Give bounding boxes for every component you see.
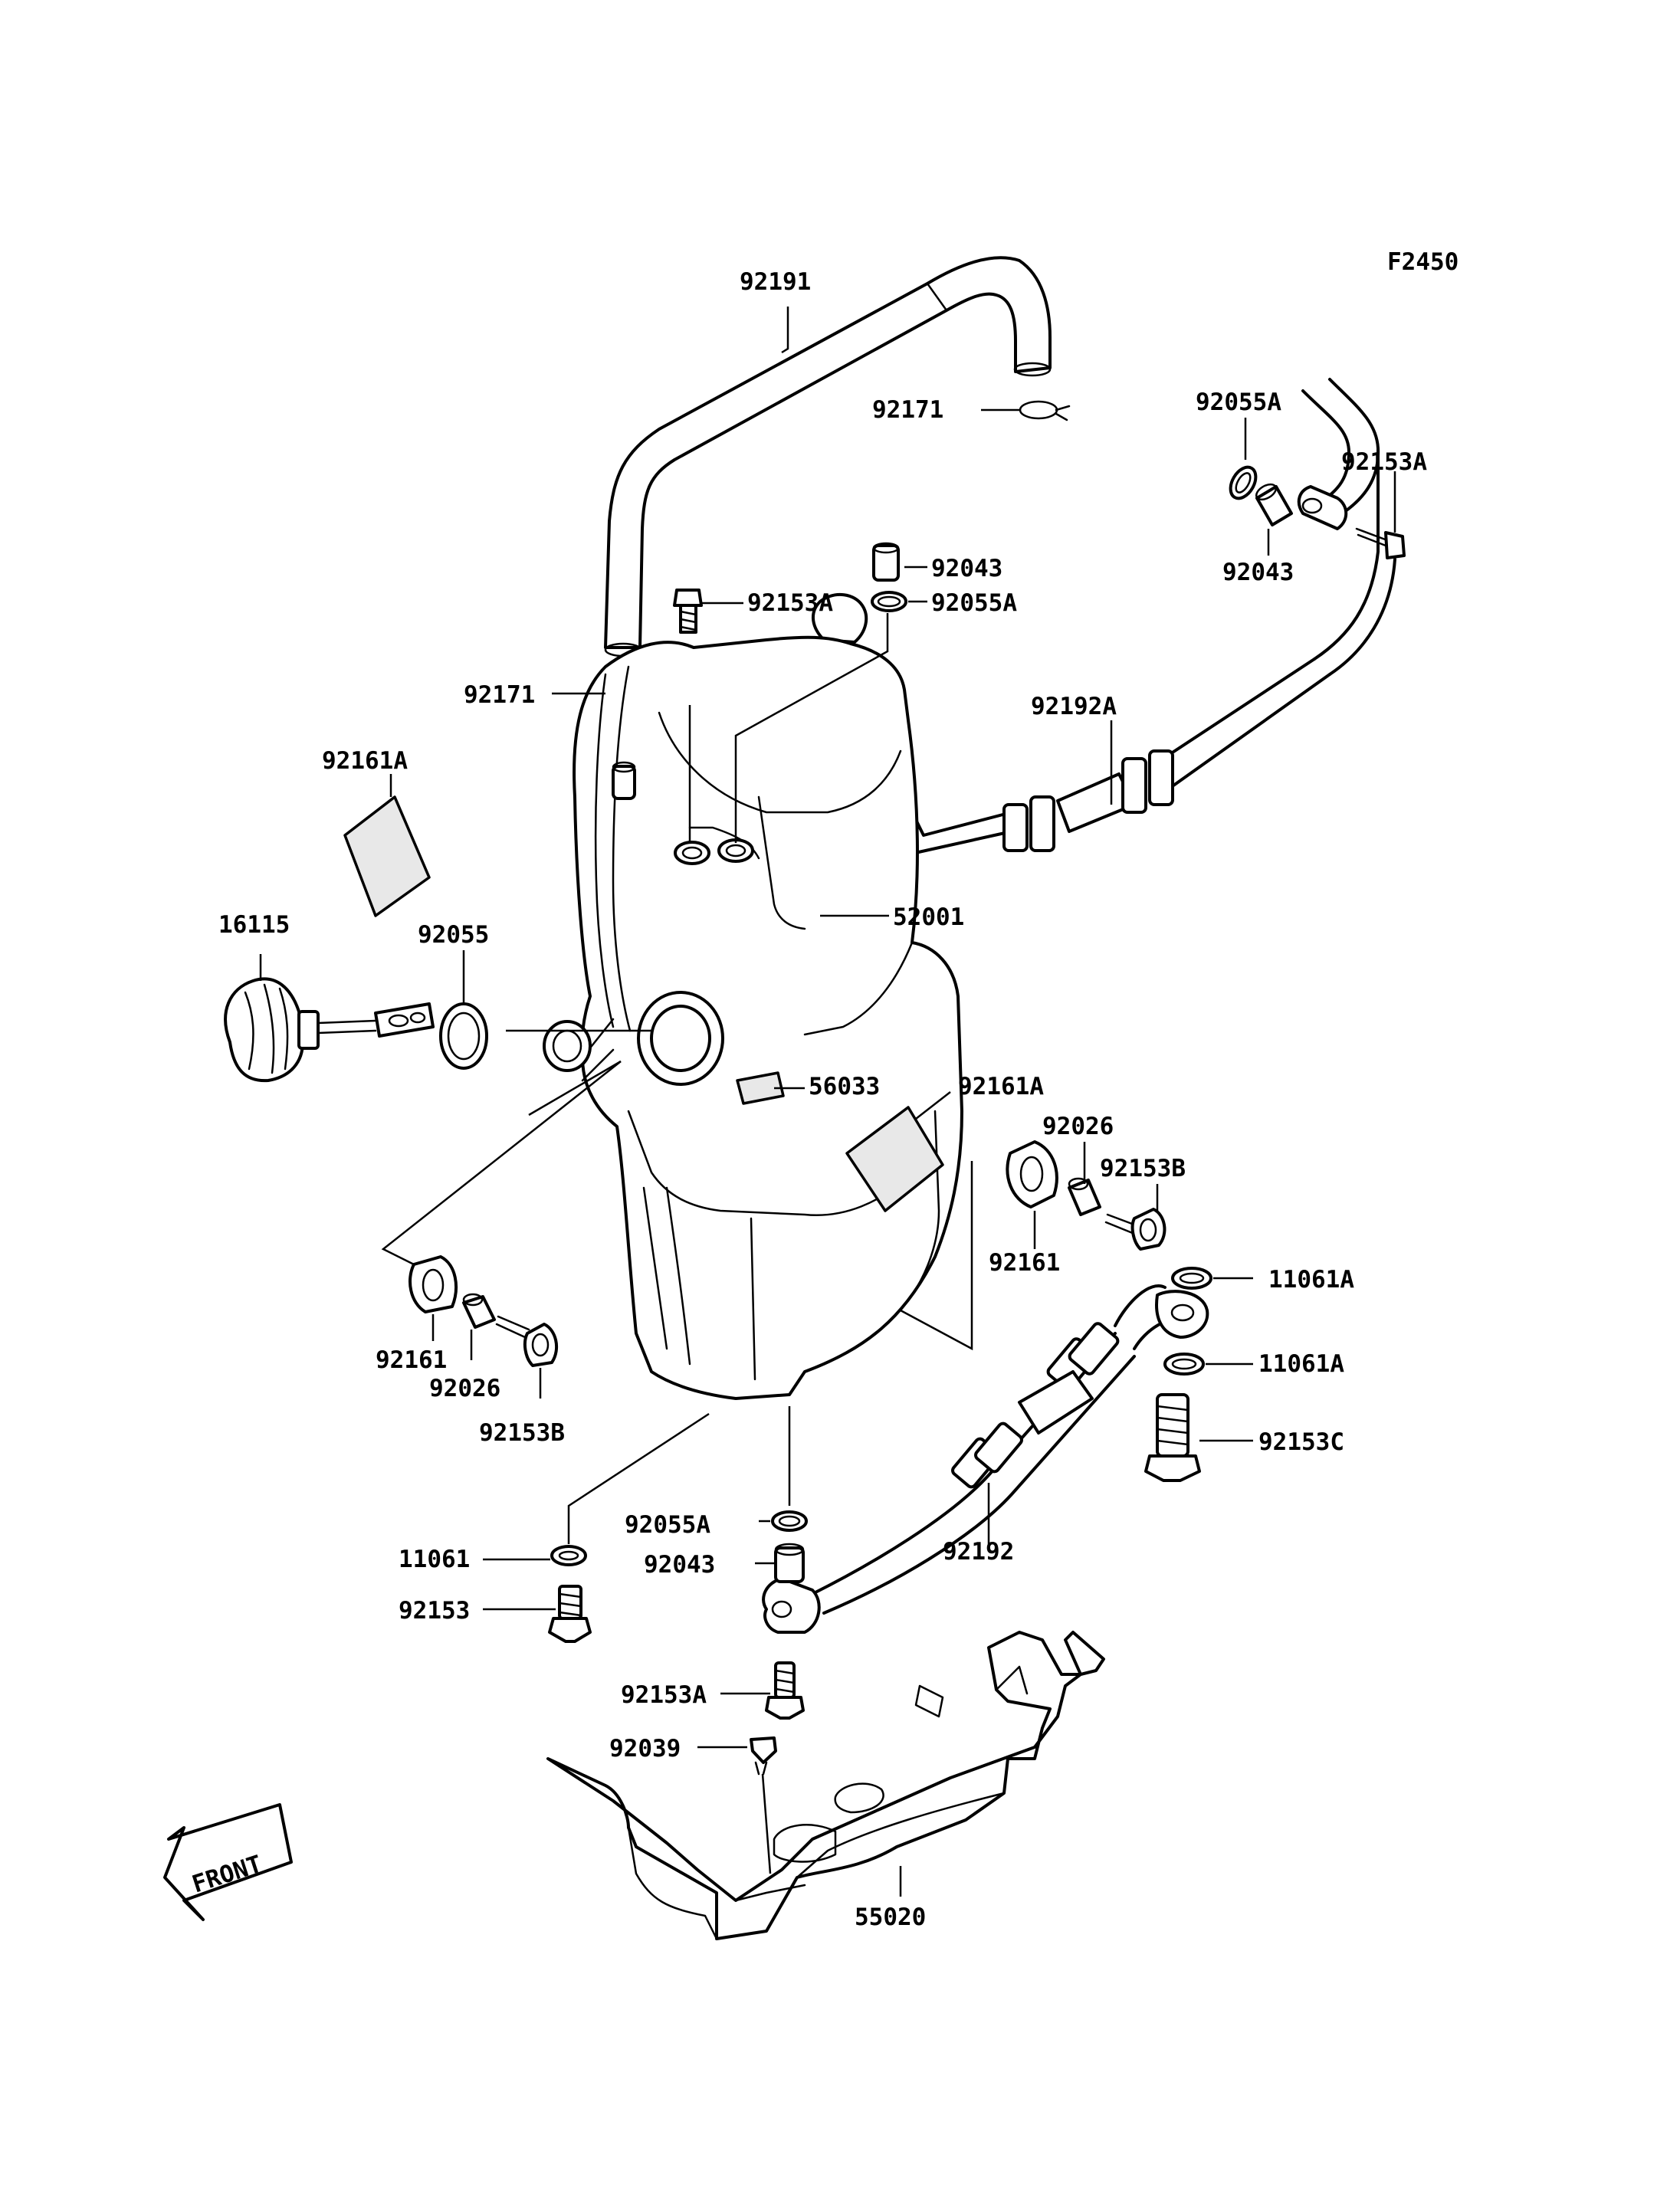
bolt-92153B-left [495, 1315, 559, 1367]
fuel-hose-92192A [811, 378, 1396, 856]
bolt-92153A-lower [765, 1661, 805, 1720]
o-ring-92055A-top [871, 591, 907, 612]
label-92191: 92191 [740, 268, 811, 296]
label-92055A-top: 92055A [931, 589, 1017, 617]
collar-92026-left [462, 1293, 496, 1329]
label-56033 [736, 1071, 785, 1105]
washer-11061 [550, 1545, 587, 1566]
label-92153A-right: 92153A [1341, 448, 1427, 476]
label-55020: 55020 [855, 1904, 926, 1931]
label-92153C: 92153C [1258, 1428, 1344, 1456]
label-92192: 92192 [943, 1538, 1014, 1566]
banjo-bolt-92153C [1144, 1393, 1201, 1482]
collar-92043-top [872, 542, 900, 582]
skid-plate-55020 [546, 1631, 1105, 1940]
bolt-92153 [548, 1585, 592, 1643]
label-11061: 11061 [399, 1546, 470, 1573]
label-92171-top: 92171 [872, 396, 943, 424]
hose-clamp-92171-top [1019, 400, 1071, 421]
label-92043-right: 92043 [1222, 559, 1294, 586]
leader-lines [259, 307, 1396, 1897]
label-92161-right: 92161 [989, 1249, 1060, 1277]
label-11061A-upper: 11061A [1268, 1266, 1354, 1294]
fuel-hose-92192 [762, 1284, 1209, 1634]
breather-hose-92191 [604, 256, 1052, 657]
label-52001: 52001 [893, 903, 964, 931]
damper-92161-left [409, 1255, 458, 1313]
part-labels: 92191 92171 92055A 92153A 92043 92043 92… [218, 268, 1427, 1931]
figure-code: F2450 [1387, 248, 1459, 276]
o-ring-92055A-right [1229, 465, 1258, 500]
label-92055A-right: 92055A [1196, 389, 1281, 416]
damper-92161-right [1006, 1140, 1058, 1208]
washer-11061A-lower [1163, 1353, 1205, 1376]
label-92161A-tank [845, 1106, 944, 1212]
label-92153: 92153 [399, 1597, 470, 1625]
label-92055: 92055 [418, 921, 489, 949]
washer-11061A-upper [1171, 1267, 1212, 1290]
label-92153B-right: 92153B [1100, 1155, 1186, 1182]
label-92192A: 92192A [1031, 693, 1117, 720]
o-ring-92055A-lower [771, 1510, 808, 1532]
bolt-92153A-top [673, 589, 703, 634]
label-16115: 16115 [218, 911, 290, 939]
label-92153A-top: 92153A [747, 589, 833, 617]
bolt-92153B-right [1104, 1208, 1166, 1251]
label-92153B-left: 92153B [479, 1419, 565, 1447]
label-92026-right: 92026 [1042, 1113, 1114, 1140]
fuel-tank-52001 [543, 635, 963, 1400]
label-92043-lower: 92043 [644, 1551, 715, 1579]
label-92026-left: 92026 [429, 1375, 500, 1402]
label-92161A-loose [343, 795, 431, 917]
label-92161A-loose: 92161A [322, 747, 408, 775]
label-56033: 56033 [809, 1073, 880, 1100]
label-92153A-lower: 92153A [621, 1681, 707, 1709]
bolt-92153A-right [1355, 527, 1406, 559]
fuel-cap-16115 [224, 977, 435, 1083]
label-92039: 92039 [609, 1735, 681, 1763]
label-92161A-tank: 92161A [958, 1073, 1044, 1100]
label-92171-lower: 92171 [464, 681, 535, 709]
o-ring-92055 [439, 1002, 488, 1070]
collar-92026-right [1068, 1177, 1101, 1216]
front-direction-arrow: FRONT [163, 1803, 293, 1921]
label-92043-top: 92043 [931, 555, 1002, 582]
label-92161-left: 92161 [376, 1346, 447, 1374]
clip-92039 [750, 1736, 777, 1776]
label-92055A-lower: 92055A [625, 1511, 710, 1539]
collar-92043-right [1255, 483, 1293, 526]
collar-92043-lower [774, 1543, 805, 1583]
banjo-fitting-right [1297, 485, 1348, 530]
label-11061A-lower: 11061A [1258, 1350, 1344, 1378]
